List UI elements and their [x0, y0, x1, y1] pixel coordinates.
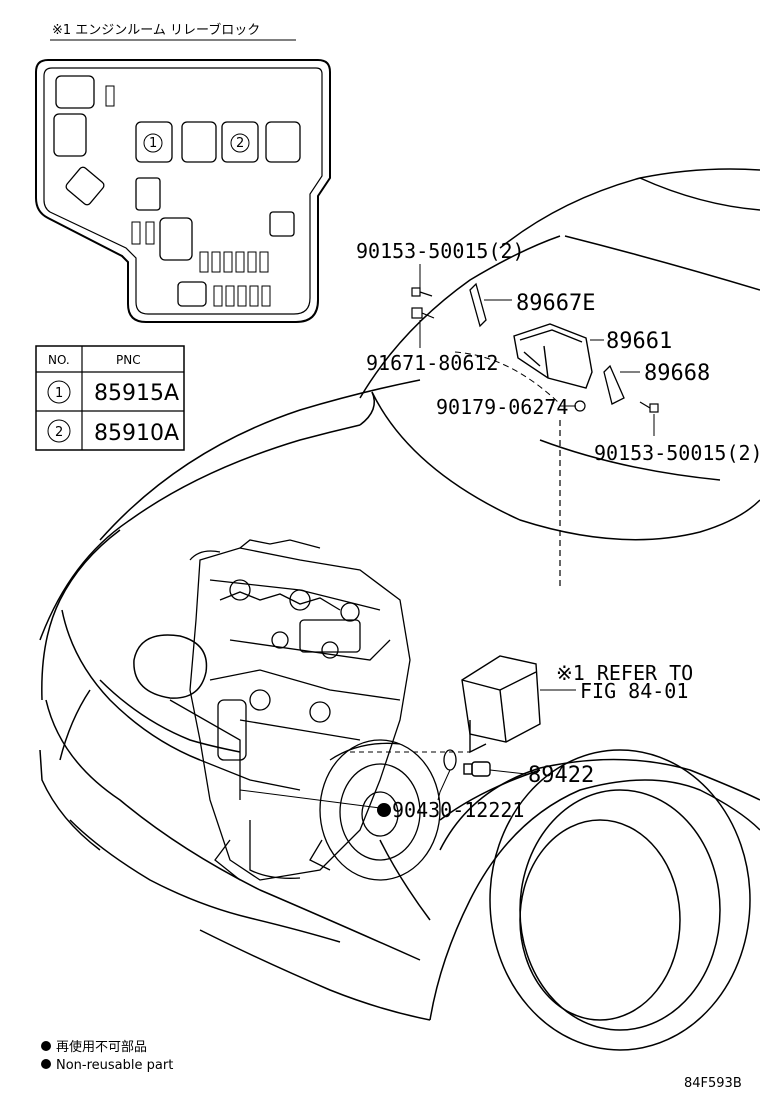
callout-90430: 90430-12221	[392, 798, 524, 822]
legend-dot-en	[41, 1059, 51, 1069]
pnc-row-2-no: 2	[55, 425, 63, 440]
callout-89422: 89422	[528, 763, 594, 788]
callout-89661: 89661	[606, 329, 672, 354]
gasket-90430	[443, 749, 457, 771]
pnc-table-header-no: NO.	[48, 353, 70, 367]
relay-marker-2-label: 2	[236, 136, 244, 151]
ecu-89661	[513, 323, 593, 389]
callout-91671: 91671-80612	[366, 351, 498, 375]
pnc-table-header-pnc: PNC	[116, 353, 141, 367]
pnc-row-1-no: 1	[55, 386, 63, 401]
figure-code: 84F593B	[684, 1076, 742, 1091]
bracket-89668	[603, 364, 625, 405]
relay-block-component	[461, 655, 541, 754]
pnc-table: NO. PNC 1 85915A 2 85910A	[35, 345, 185, 451]
callout-refer-line1: ※1 REFER TO	[556, 661, 693, 685]
vehicle-body	[39, 168, 760, 1051]
nut-90179	[574, 400, 586, 412]
relay-block-heading: ※1 エンジンルーム リレーブロック	[52, 22, 260, 38]
callout-89668: 89668	[644, 361, 710, 386]
callout-90153-bottom: 90153-50015(2)	[594, 441, 760, 465]
relay-marker-2	[230, 133, 250, 153]
legend-jp: 再使用不可部品	[56, 1039, 147, 1055]
callout-89667e: 89667E	[516, 291, 595, 316]
relay-marker-1	[143, 133, 163, 153]
callout-refer-line2: FIG 84-01	[580, 679, 688, 703]
bolt-90153-top	[411, 287, 433, 297]
relay-block-inset: ※1 エンジンルーム リレーブロック 1 2	[35, 22, 331, 323]
relay-block-outline	[35, 59, 331, 323]
legend-en: Non-reusable part	[56, 1058, 173, 1073]
callout-90153-top: 90153-50015(2)	[356, 239, 525, 263]
engine-assembly	[169, 539, 441, 881]
pnc-row-1-pnc: 85915A	[94, 381, 179, 406]
sensor-89422	[463, 761, 491, 777]
relay-marker-1-label: 1	[149, 136, 157, 151]
legend: 再使用不可部品 Non-reusable part	[41, 1039, 173, 1073]
legend-dot-jp	[41, 1041, 51, 1051]
bolt-91671	[411, 307, 435, 319]
non-reusable-dot-90430	[377, 803, 391, 817]
pnc-row-2-pnc: 85910A	[94, 421, 179, 446]
leader-lines	[239, 264, 655, 809]
callout-90179: 90179-06274	[436, 395, 568, 419]
bracket-89667e	[469, 282, 487, 328]
bolt-90153-bottom	[639, 401, 659, 413]
